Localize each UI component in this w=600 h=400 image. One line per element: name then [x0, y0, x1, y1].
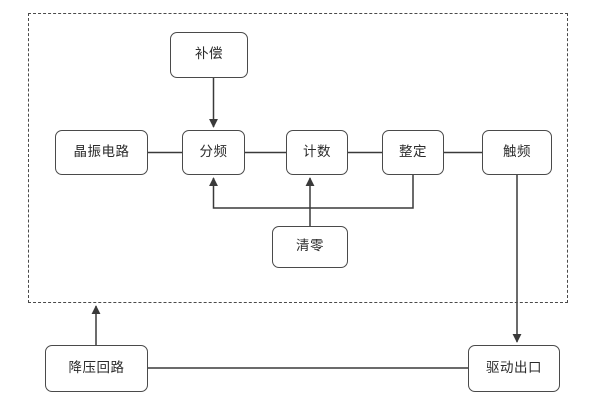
node-label-buchang: 补偿	[195, 46, 223, 63]
node-qudong[interactable]: 驱动出口	[468, 345, 560, 392]
node-label-jishu: 计数	[303, 143, 331, 160]
node-label-jiangya: 降压回路	[68, 359, 125, 376]
node-label-qudong: 驱动出口	[486, 359, 542, 376]
node-fenpin[interactable]: 分频	[182, 130, 245, 175]
node-jishu[interactable]: 计数	[286, 130, 348, 175]
node-label-chupin: 触频	[503, 143, 531, 160]
node-label-qingling: 清零	[296, 238, 324, 255]
node-label-fenpin: 分频	[199, 143, 228, 160]
node-label-zhengding: 整定	[399, 143, 427, 160]
node-chupin[interactable]: 触频	[482, 130, 552, 175]
main-module-boundary	[28, 13, 568, 303]
node-label-jingzhen: 晶振电路	[73, 143, 130, 160]
node-jiangya[interactable]: 降压回路	[45, 345, 148, 392]
node-zhengding[interactable]: 整定	[382, 130, 444, 175]
node-jingzhen[interactable]: 晶振电路	[55, 130, 148, 175]
connector-e-zhengding-fenpin	[209, 175, 414, 209]
node-qingling[interactable]: 清零	[272, 226, 348, 268]
node-buchang[interactable]: 补偿	[170, 32, 248, 78]
